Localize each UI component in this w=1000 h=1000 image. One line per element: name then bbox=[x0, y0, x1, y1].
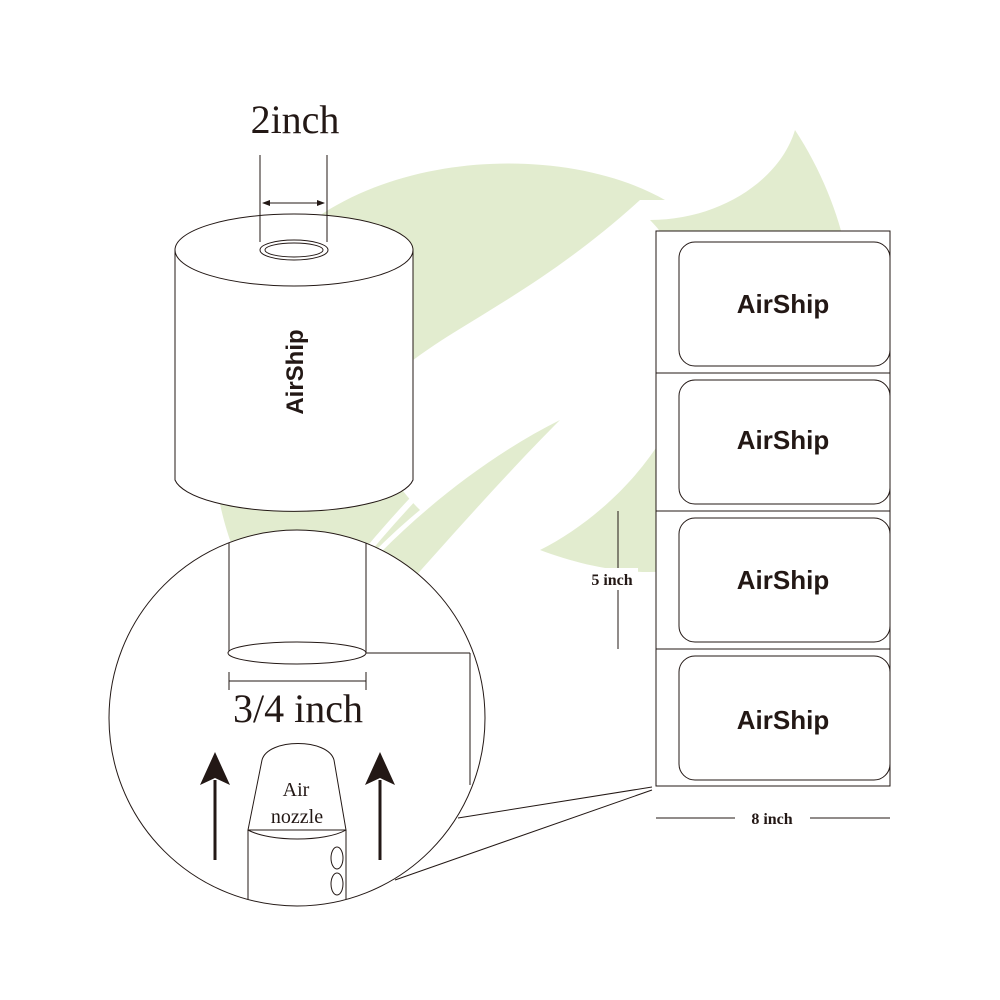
label-card: AirShip bbox=[678, 379, 891, 505]
sheet-width-text: 8 inch bbox=[751, 811, 792, 828]
core-diameter-label: 3/4 inch bbox=[233, 686, 363, 731]
sheet-width-dimension: 8 inch bbox=[656, 811, 890, 828]
label-card: AirShip bbox=[678, 517, 891, 643]
label-roll: AirShip bbox=[174, 213, 414, 512]
core-width-dimension: 2inch bbox=[251, 97, 340, 242]
air-nozzle bbox=[247, 743, 347, 831]
label-brand-text: AirShip bbox=[737, 565, 829, 595]
label-sheet: AirShip AirShip AirShip AirShip bbox=[655, 230, 891, 787]
label-height-dimension: 5 inch bbox=[586, 511, 638, 649]
arrow-up-icon bbox=[200, 752, 230, 860]
arrow-up-icon bbox=[365, 752, 395, 860]
roll-core bbox=[259, 239, 329, 261]
nozzle-label-nozzle: nozzle bbox=[271, 806, 323, 828]
label-height-text: 5 inch bbox=[591, 572, 632, 589]
roll-top bbox=[174, 213, 414, 287]
nozzle-label-air: Air bbox=[283, 779, 310, 801]
label-brand-text: AirShip bbox=[737, 425, 829, 455]
core-opening bbox=[227, 641, 367, 665]
label-card: AirShip bbox=[678, 241, 891, 367]
label-brand-text: AirShip bbox=[737, 289, 829, 319]
label-brand-text: AirShip bbox=[737, 705, 829, 735]
label-card: AirShip bbox=[678, 655, 891, 781]
roll-brand-text: AirShip bbox=[282, 329, 309, 414]
nozzle-detail-circle: 3/4 inch Air nozzle bbox=[108, 529, 486, 907]
core-width-label: 2inch bbox=[251, 97, 340, 142]
